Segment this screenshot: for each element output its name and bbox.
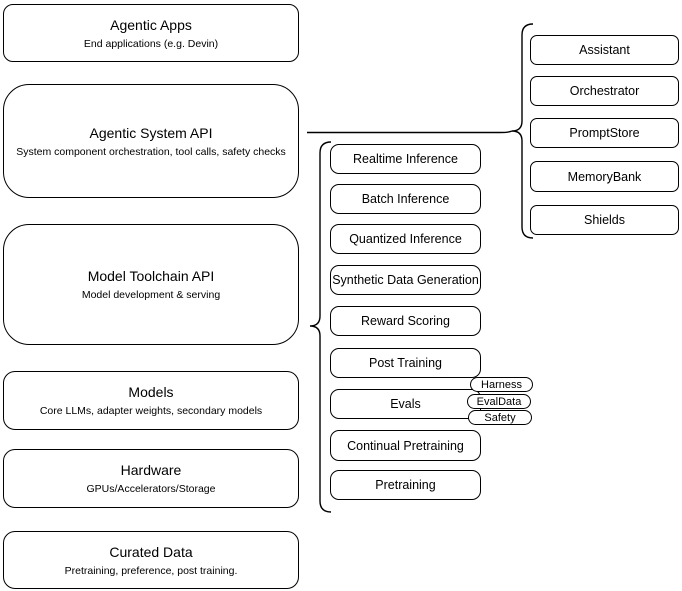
node-label: Assistant [579, 43, 630, 57]
node-subtitle: Model development & serving [81, 289, 221, 301]
node-hardware: Hardware GPUs/Accelerators/Storage [3, 449, 299, 508]
node-realtime-inference: Realtime Inference [330, 144, 481, 174]
node-title: Models [128, 384, 174, 400]
node-label: Quantized Inference [349, 232, 462, 246]
node-subtitle: GPUs/Accelerators/Storage [86, 483, 216, 495]
node-reward-scoring: Reward Scoring [330, 306, 481, 336]
node-subtitle: Core LLMs, adapter weights, secondary mo… [39, 405, 263, 417]
node-label: Shields [584, 213, 625, 227]
node-pretraining: Pretraining [330, 470, 481, 500]
node-promptstore: PromptStore [530, 118, 679, 148]
node-label: Continual Pretraining [347, 438, 464, 453]
node-label: Batch Inference [361, 192, 450, 206]
node-evals: Evals [330, 389, 481, 419]
node-label: Realtime Inference [353, 152, 458, 166]
node-label: Pretraining [375, 478, 436, 492]
node-label: Post Training [369, 356, 442, 370]
system-api-to-components-connector [307, 130, 513, 134]
node-label: MemoryBank [567, 169, 642, 184]
node-label: Synthetic Data Generation [332, 273, 479, 287]
node-quantized-inference: Quantized Inference [330, 224, 481, 254]
tag-evaldata: EvalData [467, 394, 531, 409]
node-orchestrator: Orchestrator [530, 76, 679, 106]
node-assistant: Assistant [530, 35, 679, 65]
node-shields: Shields [530, 205, 679, 235]
tag-label: Safety [484, 411, 516, 424]
node-memorybank: MemoryBank [530, 161, 679, 192]
node-post-training: Post Training [330, 348, 481, 378]
node-title: Agentic System API [89, 124, 213, 141]
toolchain-group-brace [309, 141, 332, 513]
node-agentic-system-api: Agentic System API System component orch… [3, 84, 299, 198]
tag-safety: Safety [468, 410, 532, 425]
node-title: Agentic Apps [110, 16, 192, 33]
node-agentic-apps: Agentic Apps End applications (e.g. Devi… [3, 4, 299, 62]
node-synthetic-data-generation: Synthetic Data Generation [330, 265, 481, 295]
node-model-toolchain-api: Model Toolchain API Model development & … [3, 224, 299, 345]
node-label: Reward Scoring [361, 314, 450, 328]
node-label: Orchestrator [569, 84, 640, 98]
node-batch-inference: Batch Inference [330, 184, 481, 214]
node-title: Curated Data [109, 543, 193, 560]
node-title: Hardware [120, 462, 182, 478]
node-subtitle: System component orchestration, tool cal… [16, 145, 286, 158]
node-subtitle: End applications (e.g. Devin) [83, 37, 219, 50]
node-models: Models Core LLMs, adapter weights, secon… [3, 371, 299, 430]
node-title: Model Toolchain API [87, 268, 215, 284]
tag-label: EvalData [476, 395, 522, 408]
node-label: Evals [390, 397, 421, 411]
node-subtitle: Pretraining, preference, post training. [64, 564, 238, 577]
node-curated-data: Curated Data Pretraining, preference, po… [3, 531, 299, 589]
node-continual-pretraining: Continual Pretraining [330, 430, 481, 461]
tag-harness: Harness [470, 377, 533, 392]
tag-label: Harness [481, 378, 522, 391]
node-label: PromptStore [569, 126, 640, 140]
